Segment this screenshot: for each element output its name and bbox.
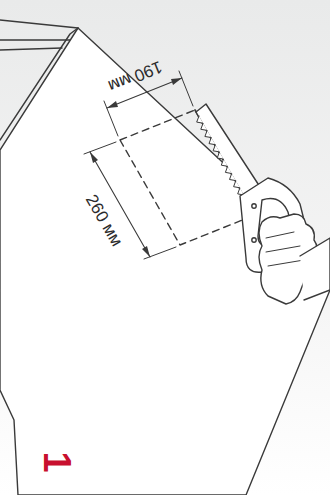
step-number: 1 xyxy=(38,451,76,472)
board-thickness xyxy=(0,28,78,140)
finger-lines xyxy=(266,232,304,266)
forearm xyxy=(300,238,330,300)
saw-teeth xyxy=(197,116,244,195)
saw-rivet xyxy=(252,238,256,242)
saw-teeth-edge xyxy=(197,116,244,195)
board-panel xyxy=(0,28,330,495)
saw-rivet xyxy=(252,204,256,208)
saw-blade xyxy=(196,104,262,200)
